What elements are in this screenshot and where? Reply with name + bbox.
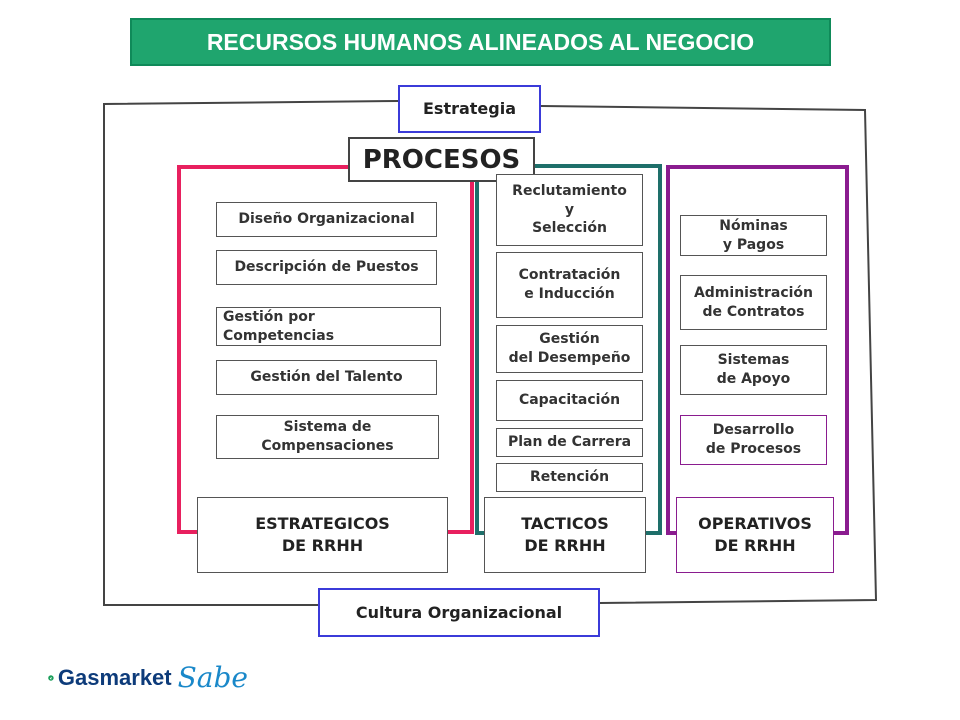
logo-brand: Gasmarket (57, 664, 172, 690)
item-diseno-organizacional: Diseño Organizacional (216, 202, 437, 237)
item-descripcion-puestos: Descripción de Puestos (216, 250, 437, 285)
page-title: RECURSOS HUMANOS ALINEADOS AL NEGOCIO (130, 18, 831, 66)
gasmarket-logo: Gasmarket Sabe (48, 655, 248, 700)
footer-tacticos: TACTICOS DE RRHH (484, 497, 646, 573)
item-plan-carrera: Plan de Carrera (496, 428, 643, 457)
item-nominas: Nóminas y Pagos (680, 215, 827, 256)
item-administracion-contratos: Administración de Contratos (680, 275, 827, 330)
item-sistemas-apoyo: Sistemas de Apoyo (680, 345, 827, 395)
item-gestion-competencias: Gestión por Competencias (216, 307, 441, 346)
item-retencion: Retención (496, 463, 643, 492)
item-reclutamiento: Reclutamiento y Selección (496, 174, 643, 246)
item-gestion-desempeno: Gestión del Desempeño (496, 325, 643, 373)
item-gestion-talento: Gestión del Talento (216, 360, 437, 395)
item-contratacion: Contratación e Inducción (496, 252, 643, 318)
estrategia-box: Estrategia (398, 85, 541, 133)
footer-operativos: OPERATIVOS DE RRHH (676, 497, 834, 573)
gasmarket-logo-icon (48, 674, 54, 681)
item-capacitacion: Capacitación (496, 380, 643, 421)
footer-estrategicos: ESTRATEGICOS DE RRHH (197, 497, 448, 573)
item-sistema-compensaciones: Sistema de Compensaciones (216, 415, 439, 459)
item-desarrollo-procesos: Desarrollo de Procesos (680, 415, 827, 465)
cultura-box: Cultura Organizacional (318, 588, 600, 637)
logo-script: Sabe (177, 661, 248, 694)
